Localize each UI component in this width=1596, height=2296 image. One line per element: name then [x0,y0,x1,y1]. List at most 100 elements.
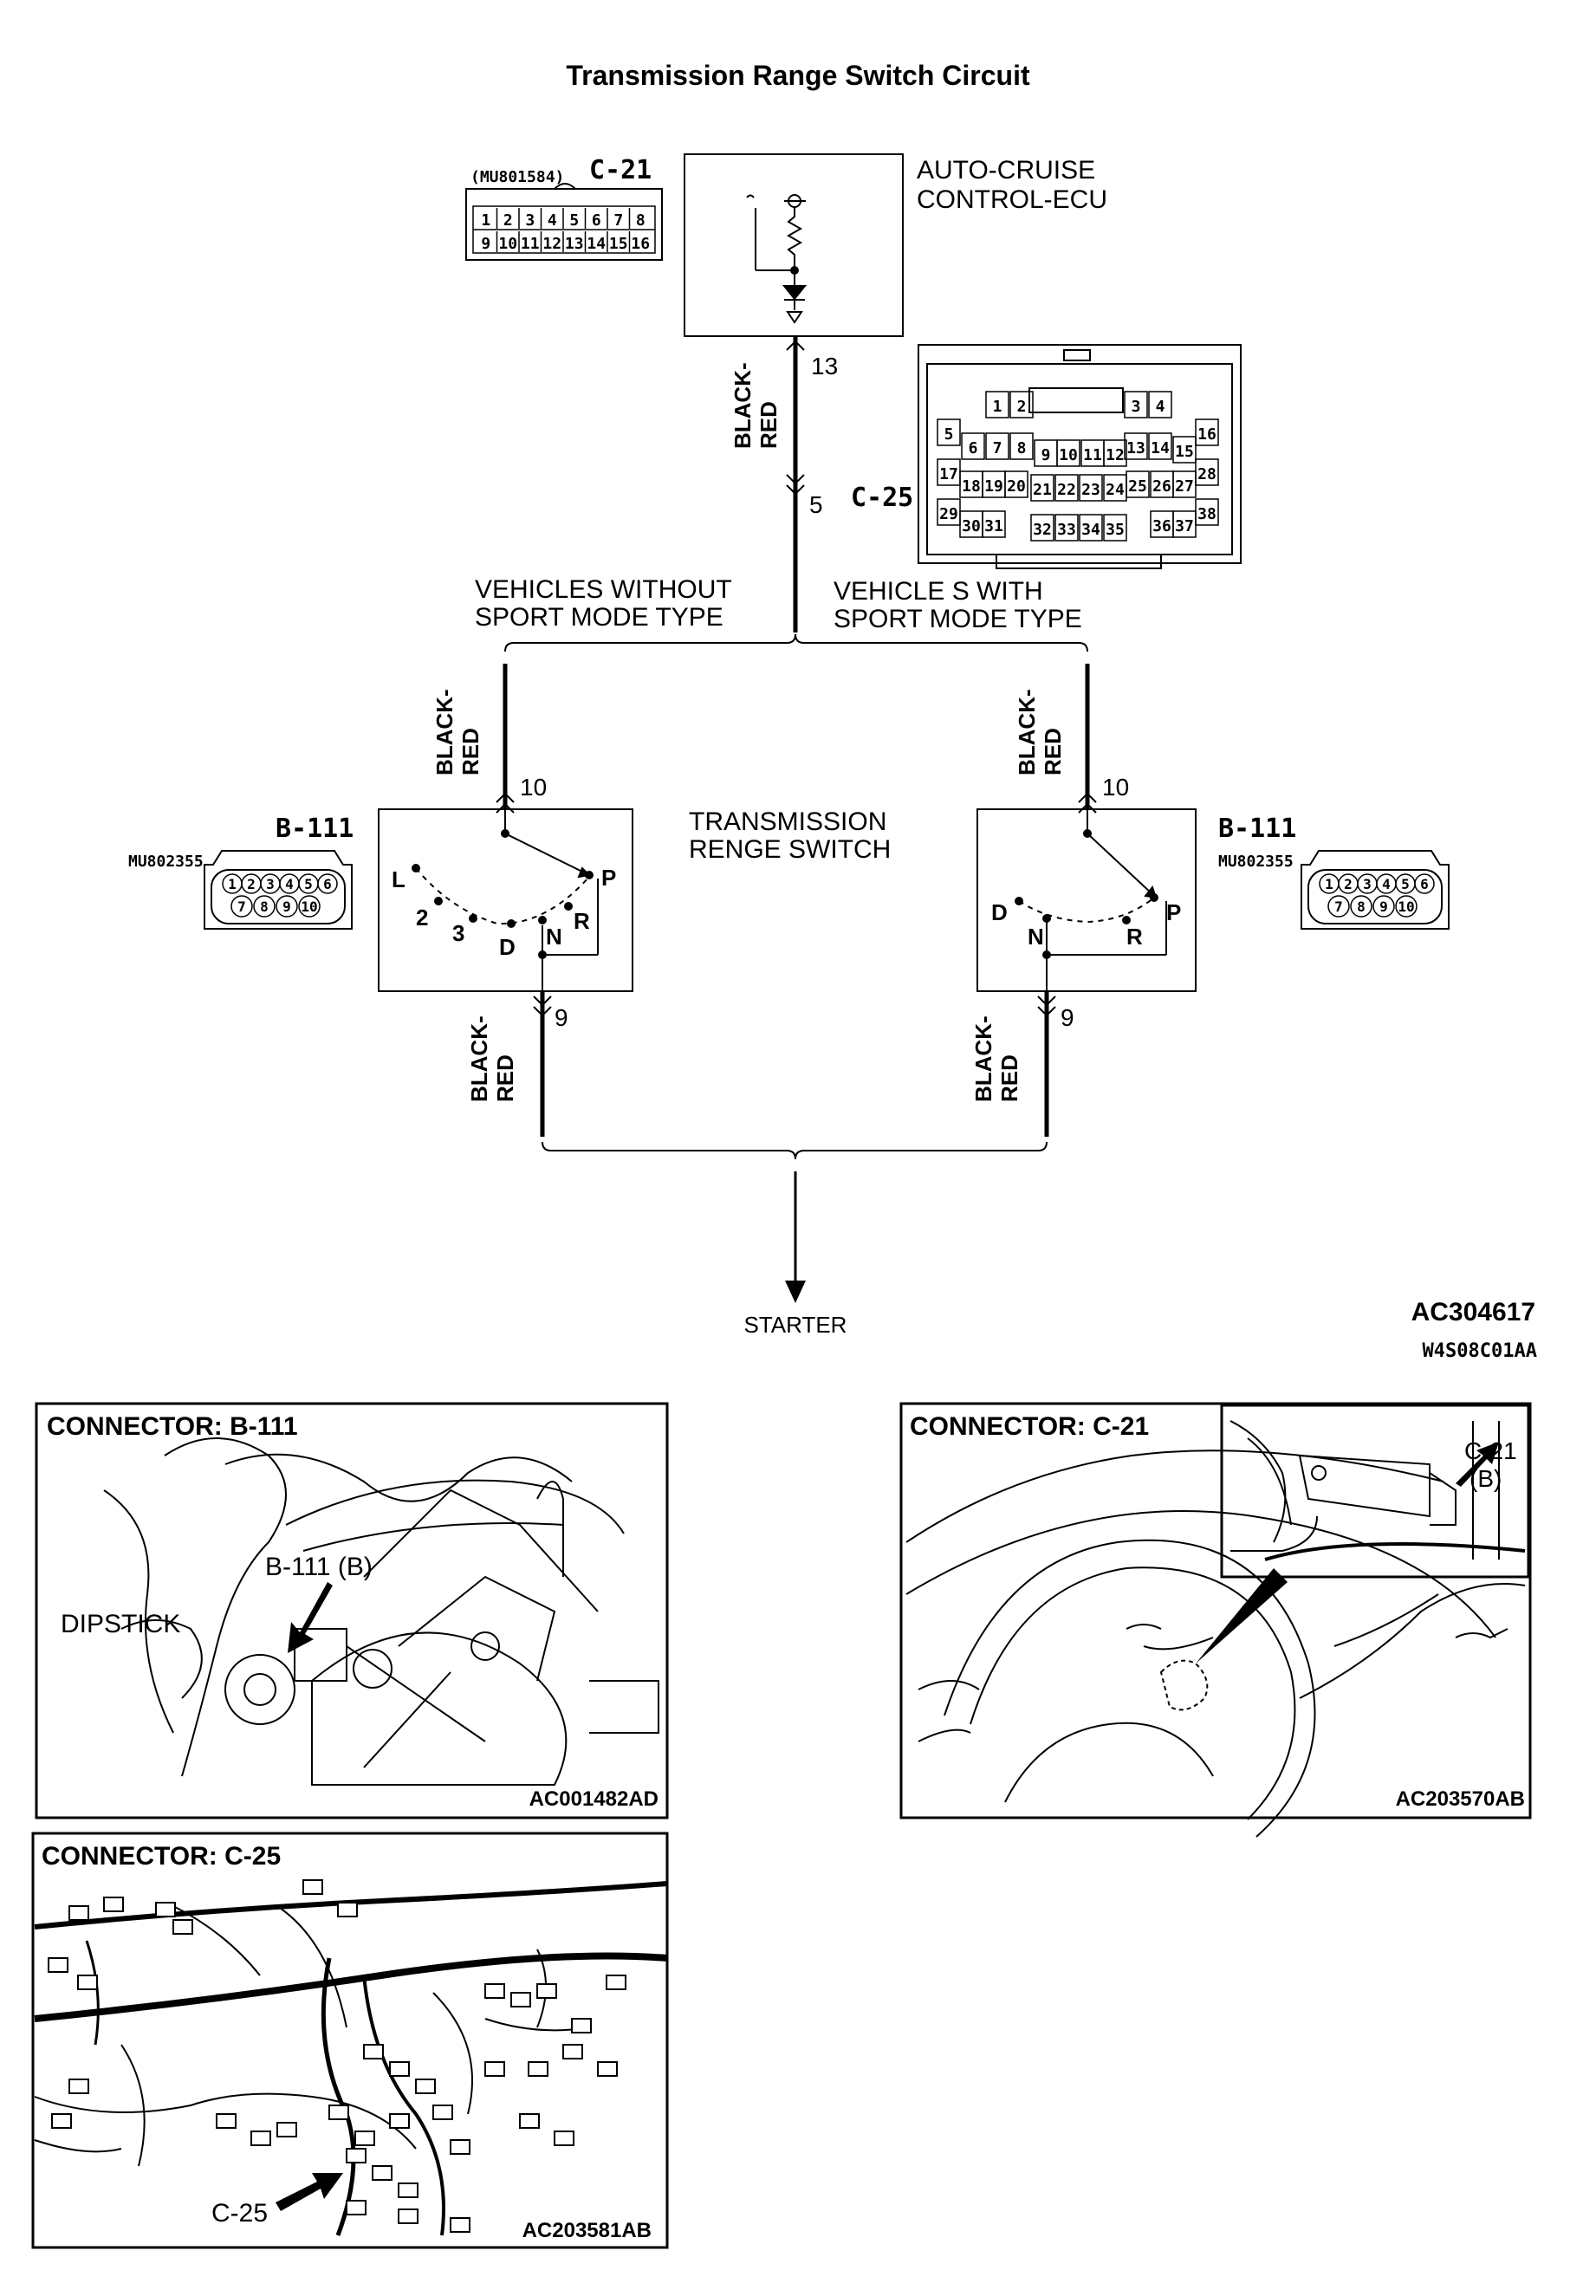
panel-c21-callout-line2: (B) [1469,1465,1502,1492]
c21-pin-label: 16 [631,235,650,253]
harness-connector-block [484,1983,505,1999]
left-pos-3: 3 [452,920,464,946]
harness-connector-block [597,2061,618,2077]
left-pos-P: P [601,865,616,891]
c21-pin-label: 13 [565,235,584,253]
starter-label: STARTER [744,1312,847,1338]
panel-b111-callout-arrow [288,1582,333,1653]
harness-connector-block [77,1975,98,1990]
c25-pin-cell [1030,474,1054,502]
c21-connector-face [465,183,663,261]
b111-pin-label: 6 [323,876,332,892]
left-switch-pin-10: 10 [520,774,547,801]
c21-pin-label: 5 [569,211,579,230]
c25-pin-cell [1195,458,1219,486]
c25-pin-cell [1030,514,1054,542]
b111-pin-label: 1 [228,876,237,892]
c21-pin-label: 6 [592,211,601,230]
harness-connector-block [68,1905,89,1921]
wire-color-upper-l2: RED [756,401,782,449]
b111-pin-label: 2 [247,876,256,892]
harness-connector-block [302,1879,323,1895]
b111-pin-label: 2 [1344,876,1353,892]
c25-pin-cell [1148,391,1172,418]
b111-pin [1372,895,1395,918]
c25-pin-label: 17 [939,465,958,483]
left-pos-D: D [499,934,516,960]
c25-pin-label: 26 [1152,477,1171,496]
c25-pin-cell [1056,439,1080,467]
c25-pin-cell [1124,432,1148,460]
harness-connector-block [172,1919,193,1935]
c25-pin-label: 6 [969,439,978,457]
harness-connector-block [415,2079,436,2094]
b111-pin [1395,895,1418,918]
b111-pin [230,895,253,918]
c25-pin-label: 12 [1106,446,1125,464]
c25-pin-cell [1148,432,1172,460]
c25-pin-label: 21 [1033,481,1052,499]
c25-pin-label: 38 [1197,505,1216,523]
b111-pin-label: 8 [260,898,269,915]
c25-pin-label: 1 [993,398,1002,416]
panel-b111-callout: B-111 (B) [265,1553,373,1581]
c25-pin-label: 15 [1175,443,1194,461]
panel-b111-dipstick: DIPSTICK [61,1610,180,1638]
c25-pin-label: 14 [1151,439,1170,457]
harness-connector-block [250,2131,271,2146]
c21-pin-label: 4 [548,211,557,230]
b111-pin-label: 9 [1379,898,1388,915]
panel-c21-illustration [905,1450,1526,1838]
left-pos-N: N [546,924,562,950]
b111-pin-label: 1 [1325,876,1333,892]
c21-pin-label: 12 [542,235,561,253]
left-switch-pin-9: 9 [555,1004,568,1031]
b111-pin [317,873,338,894]
b111-pin [253,895,276,918]
harness-connector-block [354,2131,375,2146]
panel-c25-callout: C-25 [211,2199,268,2228]
left-wire-color-l1: BLACK- [431,689,457,775]
diagram-title: Transmission Range Switch Circuit [566,60,1030,91]
ecu-pin-13: 13 [811,353,838,379]
panel-c21-title: CONNECTOR: C-21 [910,1412,1149,1441]
harness-connector-block [571,2018,592,2033]
c25-pin-label: 8 [1017,439,1027,457]
panel-c21-callout-arrow [1456,1442,1499,1487]
starter-arrow [785,1281,806,1303]
b111-right-part: MU802355 [1218,853,1294,871]
c25-pin-label: 3 [1132,398,1141,416]
b111-pin-label: 3 [266,876,275,892]
harness-connector-block [450,2217,470,2233]
b111-left-part: MU802355 [128,853,204,871]
c25-pin-label: 22 [1057,481,1076,499]
c21-pin-label: 15 [609,235,628,253]
right-switch-contacts [1015,893,1158,924]
b111-pin-label: 10 [1398,898,1414,915]
harness-connector-block [389,2113,410,2129]
c21-pin-label: 11 [521,235,540,253]
wire-color-upper-l1: BLACK- [730,362,756,449]
harness-connector-block [328,2105,349,2120]
figure-code: AC304617 [1411,1298,1535,1326]
right-pos-N: N [1028,924,1044,950]
harness-connector-block [562,2044,583,2059]
harness-connector-block [536,1983,557,1999]
left-switch-internals [415,809,599,991]
c21-part-number: (MU801584) [470,168,564,186]
b111-pin [298,895,321,918]
c21-pin-label: 9 [481,235,490,253]
panel-c21-inset-illustration [1229,1420,1526,1561]
left-wire-color-l2: RED [457,728,483,775]
c25-pin-label: 37 [1175,517,1194,535]
c25-pin-label: 36 [1152,517,1171,535]
c25-pin-cell [1126,470,1150,498]
panel-c21-callout-line1: C-21 [1464,1437,1517,1464]
c25-pin-label: 24 [1106,481,1125,499]
b111-pin-label: 7 [1334,898,1343,915]
b111-pin-label: 5 [304,876,313,892]
harness-connector-block [389,2061,410,2077]
